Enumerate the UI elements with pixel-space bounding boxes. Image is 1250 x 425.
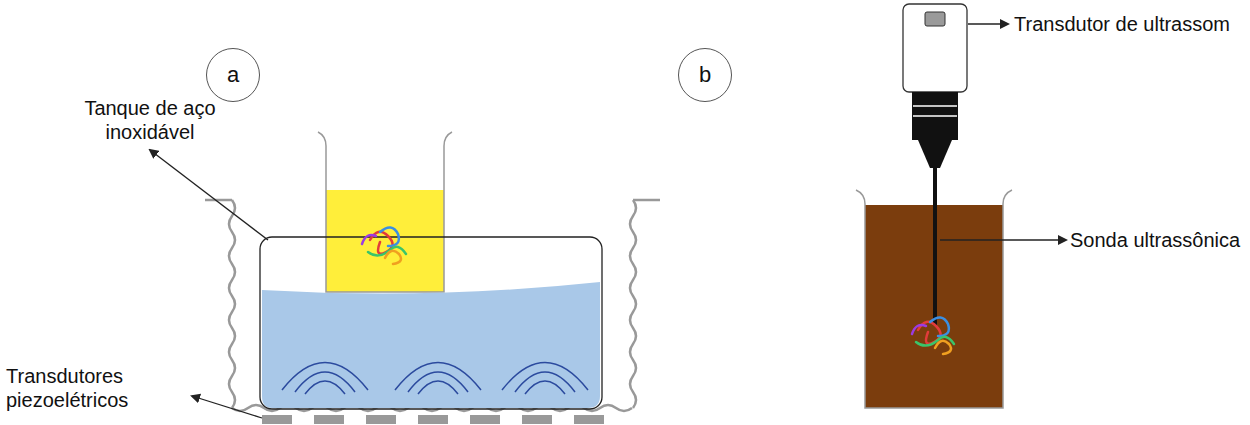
- transducers-label: Transdutores piezoelétricos: [6, 364, 186, 412]
- tank-label: Tanque de aço inoxidável: [62, 96, 238, 144]
- panel-letter-circle: a: [206, 48, 260, 102]
- panel-letter: b: [699, 62, 711, 88]
- ultrasonic-bath: [150, 132, 660, 424]
- ultrasonic-probe: [856, 4, 1066, 408]
- transducer-label: Transdutor de ultrassom: [1014, 12, 1246, 36]
- panel-letter: a: [227, 62, 239, 88]
- panel-letter-circle: b: [678, 48, 732, 102]
- probe-label: Sonda ultrassônica: [1070, 228, 1246, 252]
